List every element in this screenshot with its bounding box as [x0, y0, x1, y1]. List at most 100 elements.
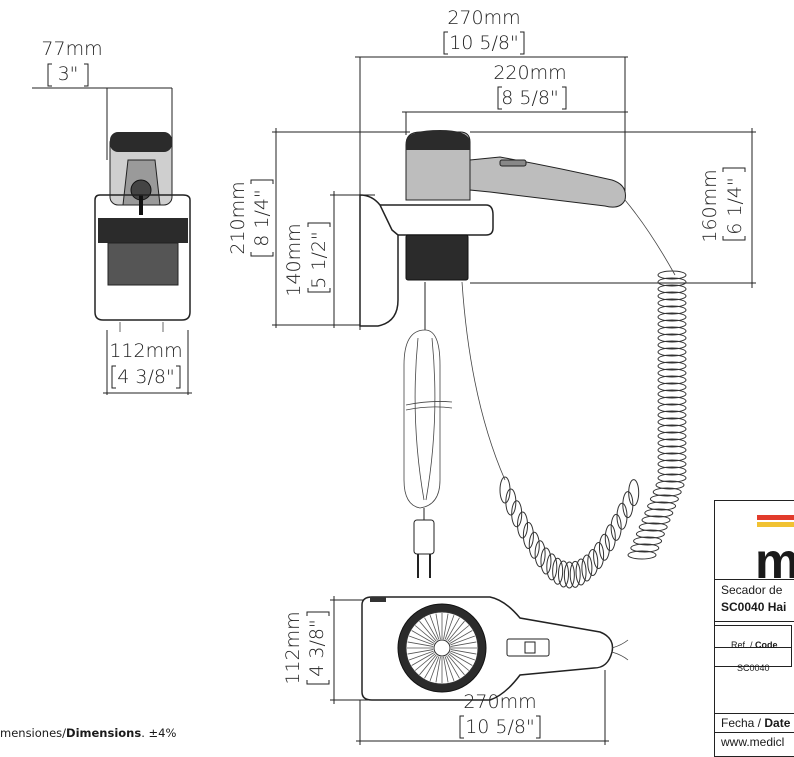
title-row	[715, 579, 794, 580]
product-code-title: SC0040 Hai	[721, 600, 787, 614]
side-width-in: 4 3/8"	[117, 366, 174, 388]
holder-cup	[107, 242, 179, 286]
total-length-mm: 270mm	[447, 7, 520, 29]
table-row	[715, 621, 794, 622]
coil-turn	[657, 445, 687, 455]
grille-spoke	[408, 650, 434, 661]
coil-turn	[657, 305, 687, 315]
coil-turn	[657, 459, 687, 469]
grille-spoke	[446, 617, 460, 641]
bracket	[722, 167, 746, 241]
grille-spoke	[408, 635, 434, 646]
coil-turn	[511, 500, 523, 528]
cord-to-coil	[461, 281, 506, 481]
grille-spoke	[443, 613, 449, 640]
tie	[405, 401, 453, 411]
coil-turn	[657, 389, 687, 399]
coil-turn	[558, 560, 569, 588]
coil-turn	[604, 524, 616, 552]
coil-turn	[657, 466, 687, 476]
coil-turn	[657, 375, 687, 385]
grille-spoke	[447, 654, 465, 676]
coil-turn	[616, 502, 628, 530]
grille-pattern	[407, 613, 477, 683]
coiled-cord	[499, 270, 687, 589]
coil-turn	[657, 431, 687, 441]
grille-spoke	[450, 635, 476, 646]
coil-turn	[499, 476, 511, 504]
coil-turn	[657, 424, 687, 434]
nozzle-length-mm: 220mm	[493, 62, 566, 84]
bracket	[47, 63, 89, 87]
dimensions-footnote: mensiones/Dimensions. ±4%	[0, 726, 177, 740]
table-row	[715, 713, 794, 714]
coil-turn	[655, 480, 685, 490]
holder-arm	[380, 204, 494, 236]
cord-loop-inner	[414, 337, 436, 501]
coil-turn	[657, 270, 687, 280]
switch	[499, 159, 527, 167]
grille-spoke	[411, 630, 435, 644]
grille-spoke	[448, 625, 470, 643]
coil-turn	[552, 557, 564, 585]
total-height-mm: 210mm	[227, 181, 249, 254]
grille-spoke	[435, 613, 441, 640]
grille-spoke	[446, 655, 460, 679]
ref-divider	[715, 647, 791, 648]
logo-stripe-red	[757, 515, 794, 520]
holder-outline	[94, 194, 191, 321]
side-depth-mm: 77mm	[41, 38, 102, 60]
handle-height-in: 6 1/4"	[724, 177, 746, 234]
coil-turn	[581, 554, 593, 582]
wall-plate	[359, 194, 399, 327]
dryer-front-grille	[110, 132, 172, 152]
website: www.medicl	[721, 735, 785, 749]
coil-turn	[657, 368, 687, 378]
coil-turn	[528, 531, 540, 559]
holder-band	[98, 218, 188, 243]
coil-turn	[649, 494, 679, 504]
coil-turn	[657, 452, 687, 462]
coil-turn	[522, 522, 534, 550]
coil-turn	[657, 298, 687, 308]
side-width-mm: 112mm	[109, 340, 182, 362]
coil-turn	[657, 403, 687, 413]
grille-spoke	[414, 625, 436, 643]
coil-turn	[657, 473, 687, 483]
fan-hub	[433, 639, 451, 657]
grille-spoke	[435, 656, 441, 683]
grille-spoke	[449, 630, 473, 644]
coil-turn	[563, 561, 575, 589]
bracket	[307, 222, 331, 293]
grille-spoke	[419, 654, 437, 676]
grille-spoke	[444, 614, 455, 640]
coil-turn	[598, 533, 610, 561]
coil-turn	[657, 382, 687, 392]
cord-exit	[611, 639, 629, 661]
grille-spoke	[449, 652, 473, 666]
grille-spoke	[429, 614, 440, 640]
coil-turn	[657, 326, 687, 336]
top-button	[370, 597, 386, 602]
coil-turn	[657, 417, 687, 427]
holder-height-mm: 140mm	[283, 223, 305, 296]
coil-turn	[657, 396, 687, 406]
plug	[413, 519, 435, 555]
grille-spoke	[429, 656, 440, 682]
cord-from-handle	[624, 199, 676, 276]
coil-turn	[641, 515, 671, 525]
coil-turn	[657, 361, 687, 371]
title-block: m Secador de SC0040 Hai Ref. / Code SC00…	[714, 500, 794, 757]
table-row	[715, 732, 794, 733]
coil-turn	[638, 522, 668, 532]
dryer-top	[406, 130, 470, 150]
bracket	[443, 31, 525, 55]
top-view: 112mm 4 3/8" 270mm 10 5/8"	[282, 596, 629, 745]
coil-turn	[657, 277, 687, 287]
coil-turn	[540, 547, 552, 575]
coil-turn	[647, 501, 677, 511]
coil-turn	[546, 553, 558, 581]
nozzle-length-in: 8 5/8"	[501, 87, 558, 109]
coil-turn	[534, 540, 546, 568]
grille-spoke	[414, 653, 436, 671]
